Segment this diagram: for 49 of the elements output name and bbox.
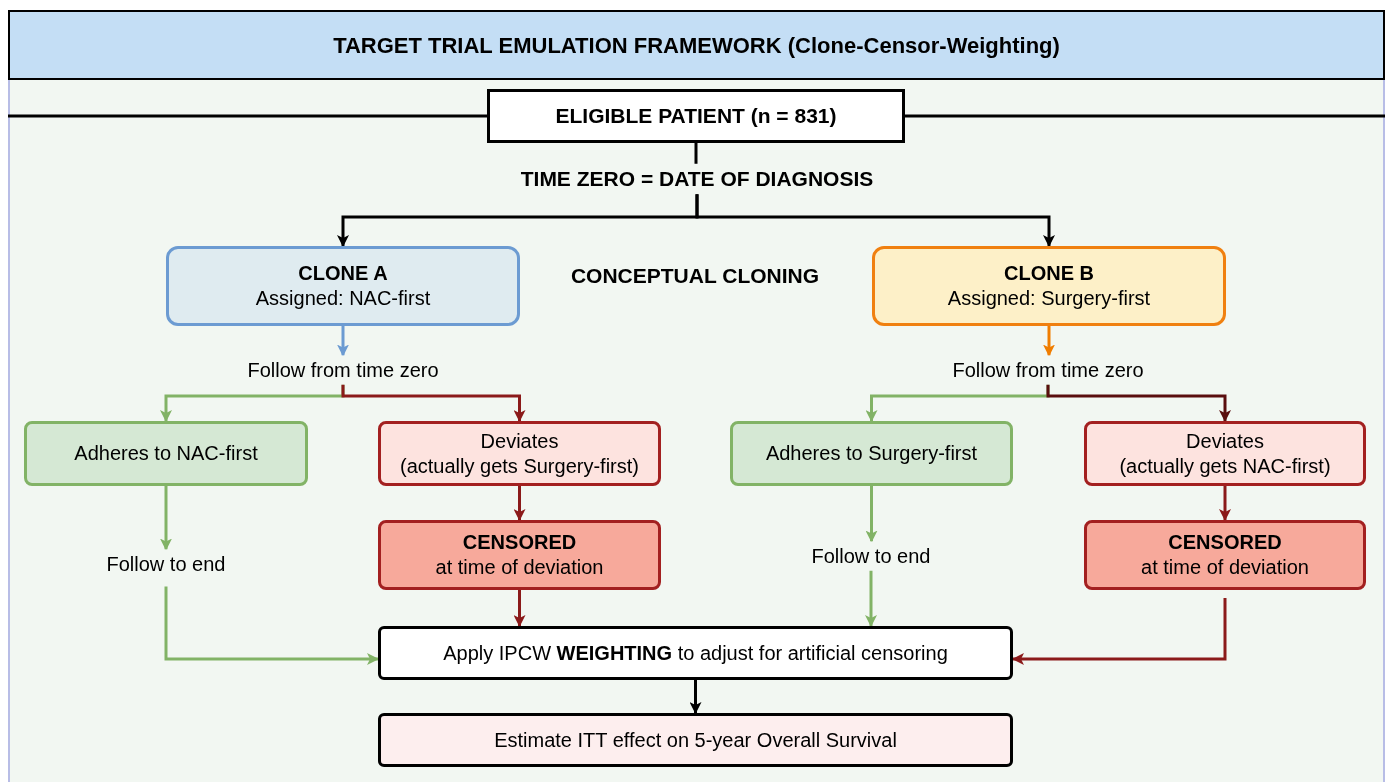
deviation-box [378, 421, 661, 486]
arrow [513, 486, 526, 521]
box-text: at time of deviation [1141, 555, 1309, 580]
section-label: CONCEPTUAL CLONING [569, 263, 821, 289]
arrow [1046, 384, 1231, 422]
box-text: Estimate ITT effect on 5-year Overall Survival [494, 727, 897, 753]
arrow [1043, 326, 1055, 357]
censored-box [1084, 520, 1366, 590]
arrow [695, 194, 1055, 247]
box-heading: CLONE B [1004, 261, 1094, 286]
step-label: Follow to end [106, 551, 226, 577]
process-box [378, 626, 1013, 680]
box-heading: CENSORED [1168, 530, 1282, 555]
start-box [487, 89, 905, 143]
arrow [689, 680, 702, 714]
arrow [160, 486, 172, 551]
arrow [1012, 598, 1227, 665]
arrow [1219, 486, 1231, 521]
arrow [865, 486, 878, 543]
arrow [513, 590, 526, 627]
arrow [341, 384, 526, 422]
adherence-box [730, 421, 1013, 486]
box-heading: CENSORED [462, 530, 577, 555]
outcome-box [378, 713, 1013, 767]
arrow [865, 570, 877, 627]
clone-box [872, 246, 1226, 326]
arrow [337, 326, 349, 357]
censored-box [378, 520, 661, 590]
box-text: Apply IPCW WEIGHTING to adjust for artificial censoring [443, 640, 948, 666]
clone-box [166, 246, 520, 326]
step-label: Follow from time zero [952, 357, 1144, 383]
box-text: Adheres to Surgery-first [765, 441, 978, 466]
step-label: Follow from time zero [247, 357, 439, 383]
box-heading: CLONE A [298, 261, 388, 286]
box-text: Deviates [1186, 428, 1264, 454]
deviation-box [1084, 421, 1366, 486]
step-label: Follow to end [811, 543, 931, 569]
arrow [164, 586, 379, 665]
title-banner: TARGET TRIAL EMULATION FRAMEWORK (Clone-Censor-Weighting) [8, 10, 1385, 80]
box-text: Adheres to NAC-first [74, 441, 258, 466]
box-text: (actually gets NAC-first) [1119, 453, 1331, 479]
box-text: Assigned: Surgery-first [947, 286, 1151, 311]
box-text: Assigned: NAC-first [255, 286, 431, 311]
box-text: (actually gets Surgery-first) [400, 453, 639, 479]
adherence-box [24, 421, 308, 486]
box-text: Deviates [480, 428, 559, 454]
box-text: ELIGIBLE PATIENT (n = 831) [555, 102, 837, 129]
box-text: at time of deviation [435, 555, 604, 580]
step-label: TIME ZERO = DATE OF DIAGNOSIS [520, 165, 874, 192]
